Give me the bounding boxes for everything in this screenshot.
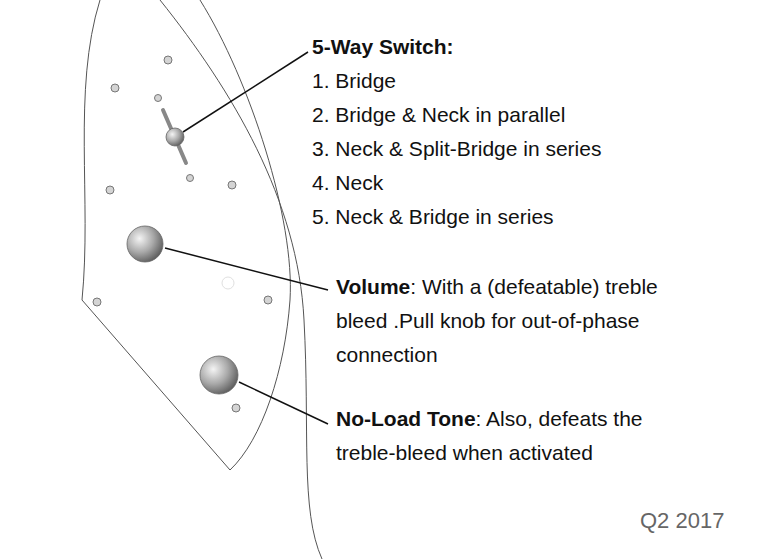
switch-position: 1. Bridge [312,64,396,98]
screw-holes [93,56,272,412]
volume-knob [127,226,163,262]
switch-position: 2. Bridge & Neck in parallel [312,98,565,132]
leader-line [239,382,328,424]
switch-position: 3. Neck & Split-Bridge in series [312,132,601,166]
body-edge [160,0,322,559]
switch-slot [163,110,186,163]
volume-note: Volume: With a (defeatable) treble bleed… [336,270,671,372]
pickguard-outline [82,0,290,470]
switch-heading: 5-Way Switch: [312,30,454,64]
date-stamp: Q2 2017 [640,504,724,538]
tone-knob [200,356,238,394]
switch-position: 5. Neck & Bridge in series [312,200,554,234]
switch-tip [166,128,184,146]
leader-line [183,52,308,132]
switch-position: 4. Neck [312,166,383,200]
center-mark [222,277,234,289]
tone-note: No-Load Tone: Also, defeats the treble-b… [336,402,671,470]
leader-line [165,248,328,290]
